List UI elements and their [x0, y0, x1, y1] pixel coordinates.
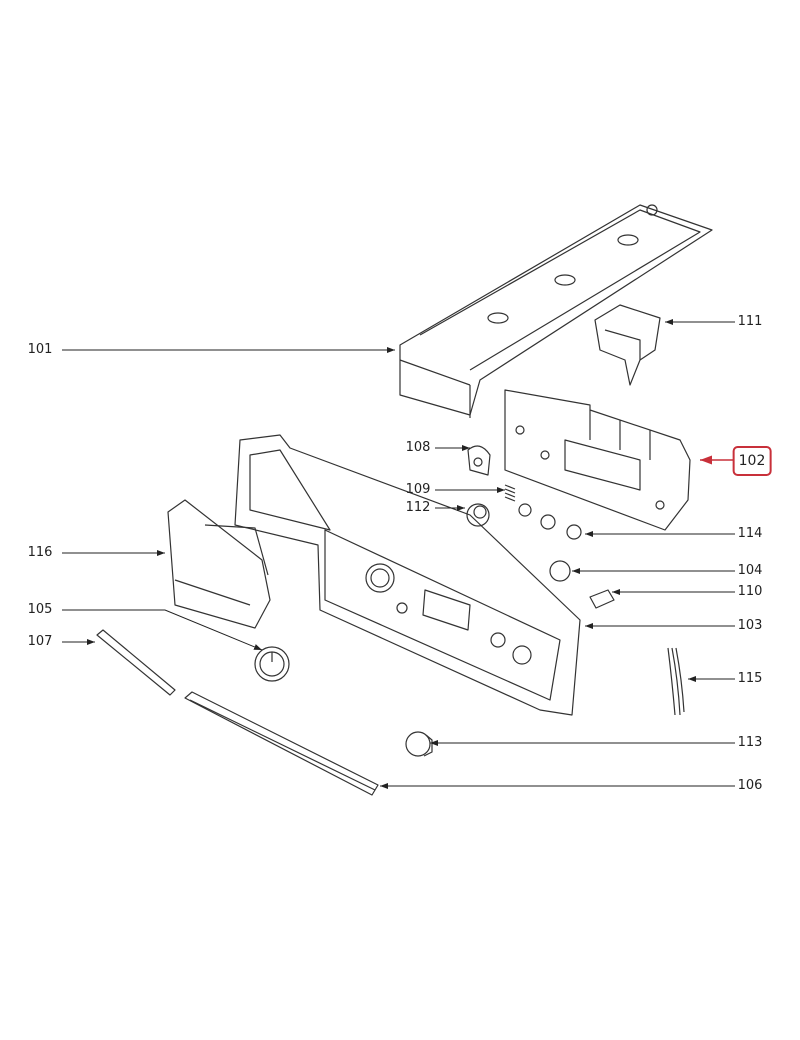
part-115-wires — [667, 647, 685, 716]
part-102-control-board — [504, 389, 691, 531]
callout-106: 106 — [737, 778, 763, 793]
part-104-button — [549, 560, 571, 582]
part-111 — [594, 304, 661, 386]
part-113-button — [405, 731, 433, 757]
callout-116: 116 — [27, 545, 53, 560]
callout-101: 101 — [27, 342, 53, 357]
callout-111: 111 — [737, 314, 763, 329]
callout-107: 107 — [27, 634, 53, 649]
part-109-spring — [504, 484, 516, 502]
callout-102-highlighted: 102 — [732, 446, 772, 476]
callout-115: 115 — [737, 671, 763, 686]
part-108 — [467, 445, 491, 476]
part-116-dispenser-front — [167, 499, 271, 629]
callout-113: 113 — [737, 735, 763, 750]
part-105-knob — [254, 646, 290, 682]
part-114-buttons — [518, 503, 582, 540]
part-103-front-panel — [234, 434, 581, 716]
callout-108: 108 — [405, 440, 431, 455]
part-112-knob — [466, 503, 490, 527]
part-106-trim-strip — [184, 691, 379, 796]
part-101-top-cover — [399, 204, 713, 418]
callout-112: 112 — [405, 500, 431, 515]
callout-104: 104 — [737, 563, 763, 578]
part-110-switch — [589, 589, 615, 609]
leader-lines — [62, 319, 735, 789]
callout-109: 109 — [405, 482, 431, 497]
callout-103: 103 — [737, 618, 763, 633]
callout-114: 114 — [737, 526, 763, 541]
part-107 — [96, 629, 176, 696]
callout-105: 105 — [27, 602, 53, 617]
callout-110: 110 — [737, 584, 763, 599]
